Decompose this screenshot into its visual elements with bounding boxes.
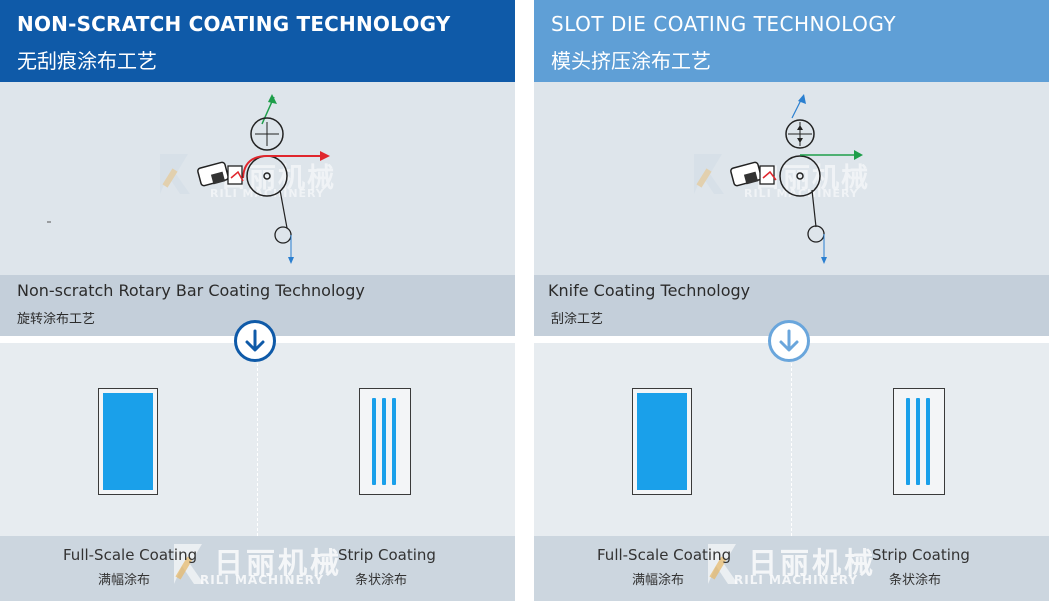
right-caption-en: Knife Coating Technology xyxy=(548,281,751,300)
full-scale-label-cn: 满幅涂布 xyxy=(632,573,685,588)
left-labels: 日丽机械 RILI MACHINERY Full-Scale Coating 满… xyxy=(0,536,515,601)
rili-logo-icon xyxy=(708,544,738,584)
down-arrow-icon xyxy=(768,320,810,362)
watermark-cn: 日丽机械 xyxy=(214,546,343,580)
left-panel: NON-SCRATCH COATING TECHNOLOGY 无刮痕涂布工艺 日… xyxy=(0,0,515,601)
sample-separator xyxy=(257,343,258,601)
watermark-en: RILI MACHINERY xyxy=(200,573,325,587)
right-title-en: SLOT DIE COATING TECHNOLOGY xyxy=(551,12,897,36)
rili-logo-icon xyxy=(160,154,190,194)
left-title-en: NON-SCRATCH COATING TECHNOLOGY xyxy=(17,12,451,36)
knife-coating-schematic xyxy=(694,94,863,264)
strip-label-cn: 条状涂布 xyxy=(355,573,408,588)
left-process-diagram: 日丽机械 RILI MACHINERY xyxy=(0,82,515,275)
right-title-cn: 模头挤压涂布工艺 xyxy=(551,49,711,73)
strip-label-en: Strip Coating xyxy=(872,546,970,564)
down-arrow-icon xyxy=(234,320,276,362)
right-panel: SLOT DIE COATING TECHNOLOGY 模头挤压涂布工艺 日丽机… xyxy=(534,0,1049,601)
right-caption-cn: 刮涂工艺 xyxy=(551,312,604,327)
watermark-en: RILI MACHINERY xyxy=(734,573,859,587)
full-scale-sheet xyxy=(632,388,692,495)
watermark-cn: 日丽机械 xyxy=(748,546,877,580)
rili-logo-icon xyxy=(694,154,724,194)
strip-sheet xyxy=(893,388,945,495)
right-labels: 日丽机械 RILI MACHINERY Full-Scale Coating 满… xyxy=(534,536,1049,601)
diagram-watermark-en: RILI MACHINERY xyxy=(210,187,325,200)
left-caption-cn: 旋转涂布工艺 xyxy=(17,312,96,327)
left-caption-en: Non-scratch Rotary Bar Coating Technolog… xyxy=(17,281,365,300)
right-process-diagram: 日丽机械 RILI MACHINERY xyxy=(534,82,1049,275)
right-coating-samples xyxy=(534,343,1049,601)
full-scale-label-cn: 满幅涂布 xyxy=(98,573,151,588)
strip-label-cn: 条状涂布 xyxy=(889,573,942,588)
left-title-cn: 无刮痕涂布工艺 xyxy=(17,49,157,73)
full-scale-label-en: Full-Scale Coating xyxy=(597,546,732,564)
strip-label-en: Strip Coating xyxy=(338,546,436,564)
right-header: SLOT DIE COATING TECHNOLOGY 模头挤压涂布工艺 xyxy=(534,0,1049,82)
full-scale-label-en: Full-Scale Coating xyxy=(63,546,198,564)
sample-separator xyxy=(791,343,792,601)
rili-logo-icon xyxy=(174,544,204,584)
full-scale-sheet xyxy=(98,388,158,495)
rotary-bar-schematic xyxy=(47,94,330,264)
left-header: NON-SCRATCH COATING TECHNOLOGY 无刮痕涂布工艺 xyxy=(0,0,515,82)
strip-sheet xyxy=(359,388,411,495)
left-coating-samples xyxy=(0,343,515,601)
diagram-watermark-en: RILI MACHINERY xyxy=(744,187,859,200)
